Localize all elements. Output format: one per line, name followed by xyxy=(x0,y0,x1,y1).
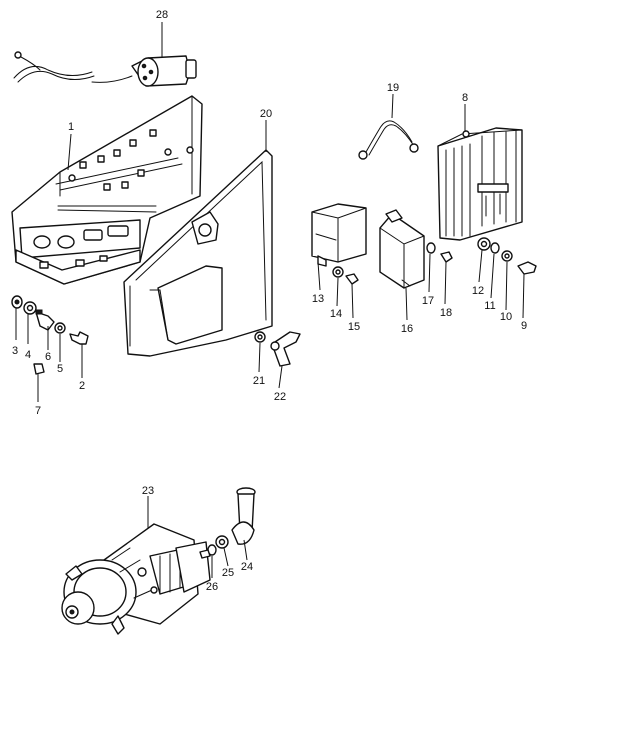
cover-housing-part xyxy=(123,149,273,357)
starter-hardware-group xyxy=(199,487,256,559)
callout-labels: 28 1 3 4 6 5 2 7 20 19 8 13 14 15 16 17 … xyxy=(12,9,527,593)
callout-17: 17 xyxy=(422,295,434,307)
callout-6: 6 xyxy=(45,351,51,363)
callout-25: 25 xyxy=(222,567,234,579)
callout-13: 13 xyxy=(312,293,324,305)
callout-7: 7 xyxy=(35,405,41,417)
callout-22: 22 xyxy=(274,391,286,403)
ground-strap-part xyxy=(358,120,419,160)
starter-motor-part xyxy=(61,523,211,635)
callout-11: 11 xyxy=(484,300,495,312)
callout-4: 4 xyxy=(25,349,31,361)
callout-2: 2 xyxy=(79,380,85,392)
callout-12: 12 xyxy=(472,285,484,297)
mounting-plate-part xyxy=(11,95,203,285)
control-unit-hardware-group xyxy=(426,242,453,263)
callout-8: 8 xyxy=(462,92,468,104)
callout-23: 23 xyxy=(142,485,154,497)
callout-24: 24 xyxy=(241,561,253,573)
callout-15: 15 xyxy=(348,321,360,333)
relay-13-part xyxy=(311,203,367,267)
wiring-harness-part xyxy=(13,51,197,87)
callout-14: 14 xyxy=(330,308,342,320)
callout-19: 19 xyxy=(387,82,399,94)
callout-21: 21 xyxy=(253,375,265,387)
callout-18: 18 xyxy=(440,307,452,319)
regulator-hardware-group xyxy=(477,237,537,275)
small-hardware-group xyxy=(11,295,89,375)
callout-16: 16 xyxy=(401,323,413,335)
voltage-regulator-part xyxy=(437,127,523,241)
callout-26: 26 xyxy=(206,581,218,593)
callout-5: 5 xyxy=(57,363,63,375)
fastener-21-22-group xyxy=(254,331,301,367)
callout-9: 9 xyxy=(521,320,527,332)
callout-1: 1 xyxy=(68,121,74,133)
relay-hardware-group xyxy=(332,266,359,285)
callout-28: 28 xyxy=(156,9,168,21)
callout-3: 3 xyxy=(12,345,18,357)
callout-20: 20 xyxy=(260,108,272,120)
callout-10: 10 xyxy=(500,311,512,323)
control-unit-16-part xyxy=(379,209,425,289)
leader-lines xyxy=(15,22,525,578)
